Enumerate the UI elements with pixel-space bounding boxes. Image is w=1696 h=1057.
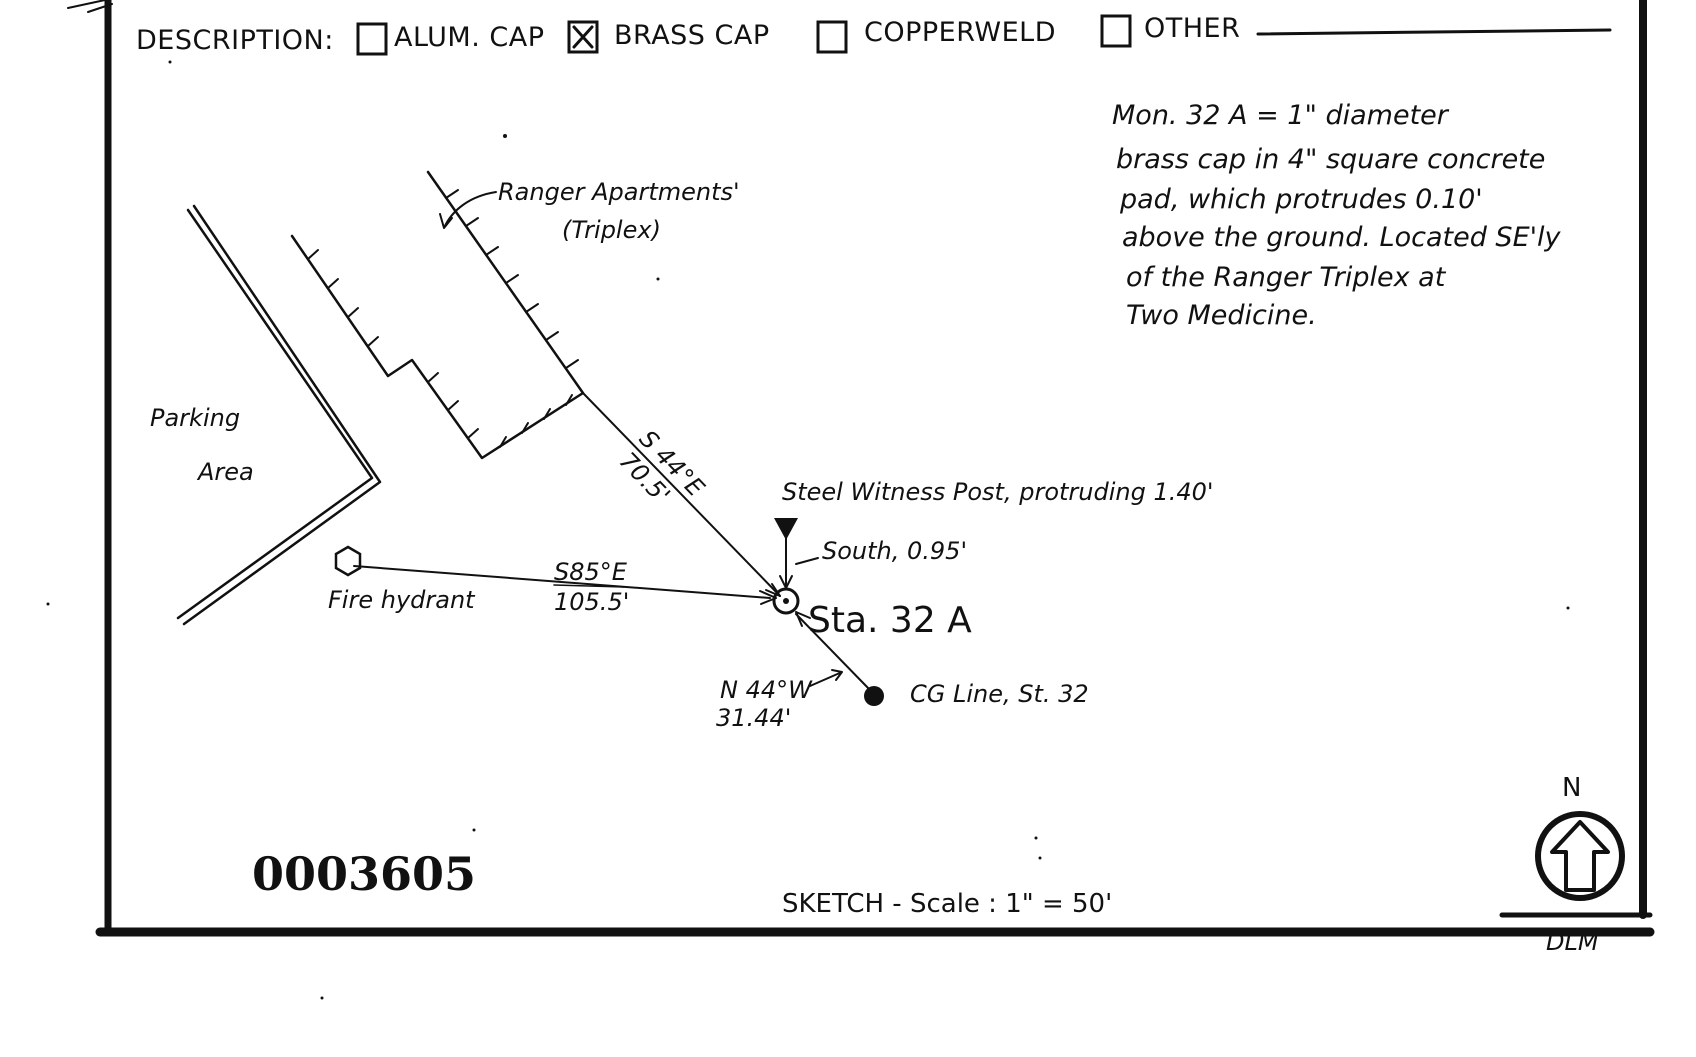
bearing-hydrant-distance: 105.5' bbox=[554, 588, 629, 616]
bearing-cg-distance: 31.44' bbox=[716, 704, 791, 732]
other-checkbox[interactable] bbox=[1100, 14, 1132, 48]
parking-label-line-2: Area bbox=[196, 458, 254, 486]
building-label: Ranger Apartments' bbox=[498, 178, 740, 206]
alum-cap-label: ALUM. CAP bbox=[394, 22, 545, 53]
draftsman-initials: DLM bbox=[1546, 928, 1599, 956]
parking-label-line-1: Parking bbox=[150, 404, 240, 432]
scan-specks bbox=[46, 60, 1570, 1000]
station-label: Sta. 32 A bbox=[808, 600, 972, 641]
note-line-2: brass cap in 4" square concrete bbox=[1116, 144, 1545, 175]
tie-lines bbox=[353, 392, 871, 691]
description-label: DESCRIPTION: bbox=[136, 25, 334, 56]
brass-cap-check-mark bbox=[572, 25, 594, 49]
note-line-5: of the Ranger Triplex at bbox=[1126, 262, 1447, 293]
cg-line-point bbox=[864, 686, 884, 706]
bearing-hydrant-direction: S85°E bbox=[554, 558, 628, 586]
description-row: DESCRIPTION: ALUM. CAP BRASS CAP COPPERW… bbox=[136, 13, 1612, 56]
bearing-hydrant-divider bbox=[553, 584, 625, 588]
note-line-3: pad, which protrudes 0.10' bbox=[1119, 184, 1483, 215]
scale-note: SKETCH - Scale : 1" = 50' bbox=[782, 889, 1112, 919]
note-line-4: above the ground. Located SE'ly bbox=[1122, 222, 1562, 253]
fire-hydrant-label: Fire hydrant bbox=[328, 586, 476, 614]
serial-number: 0003605 bbox=[252, 847, 476, 901]
witness-post-label: Steel Witness Post, protruding 1.40' bbox=[782, 478, 1214, 506]
north-arrow-icon bbox=[1535, 811, 1625, 901]
sheet-frame bbox=[67, 0, 1655, 937]
brass-cap-checkbox[interactable] bbox=[567, 20, 599, 54]
note-line-6: Two Medicine. bbox=[1126, 300, 1317, 331]
building-sublabel: (Triplex) bbox=[562, 216, 661, 244]
bearing-cg-direction: N 44°W bbox=[720, 676, 813, 704]
south-offset-leader bbox=[795, 557, 819, 565]
other-fill-line bbox=[1256, 28, 1612, 36]
copperweld-checkbox[interactable] bbox=[816, 20, 848, 54]
copperweld-label: COPPERWELD bbox=[864, 17, 1056, 48]
alum-cap-checkbox[interactable] bbox=[356, 22, 388, 56]
tie-line-hydrant bbox=[353, 565, 771, 599]
monument-note: Mon. 32 A = 1" diameter brass cap in 4" … bbox=[1112, 100, 1562, 331]
witness-post-symbol bbox=[774, 518, 798, 540]
north-letter: N bbox=[1562, 773, 1581, 803]
south-offset-label: South, 0.95' bbox=[822, 537, 967, 565]
tie-line-cg bbox=[795, 613, 871, 691]
tie-line-building bbox=[582, 392, 781, 597]
fire-hydrant-symbol bbox=[334, 545, 362, 577]
note-line-1: Mon. 32 A = 1" diameter bbox=[1112, 100, 1450, 131]
cg-line-label: CG Line, St. 32 bbox=[910, 680, 1089, 708]
other-label: OTHER bbox=[1144, 13, 1240, 44]
ranger-apartments-outline bbox=[290, 170, 585, 460]
bearing-cg-leader bbox=[809, 669, 843, 687]
parking-boundary bbox=[176, 204, 382, 626]
brass-cap-label: BRASS CAP bbox=[614, 20, 770, 51]
station-monument-symbol bbox=[772, 587, 800, 615]
